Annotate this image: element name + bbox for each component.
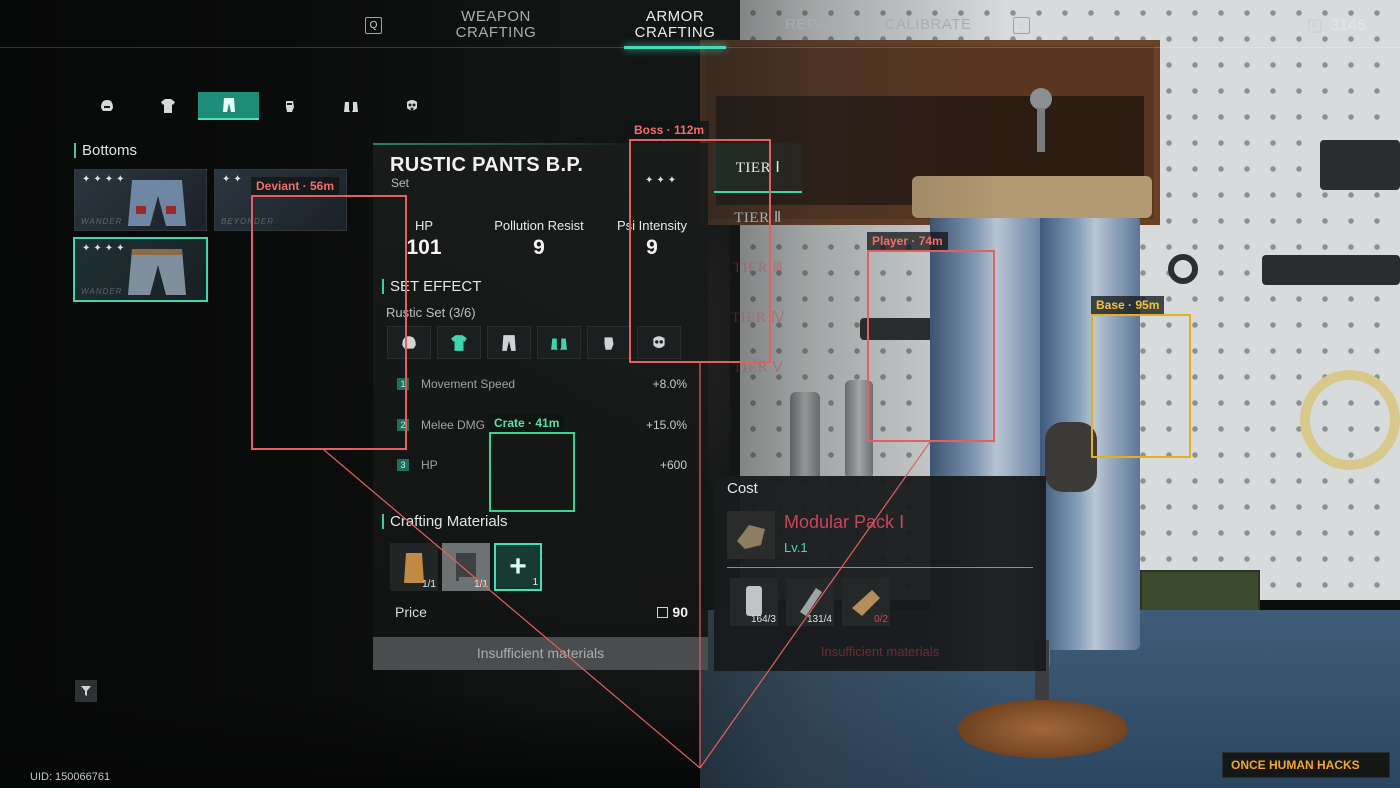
blueprint-card[interactable]: ✦✦✦✦ WANDER <box>74 169 207 231</box>
set-piece-icons <box>387 326 681 359</box>
set-bonus-row: 1 Movement Speed +8.0% <box>397 377 687 393</box>
filter-button[interactable] <box>75 680 97 702</box>
bonus-tier-badge: 3 <box>397 459 409 471</box>
crafting-materials: 1/1 1/1 + 1 <box>390 543 542 591</box>
price-row: Price 90 <box>383 601 688 623</box>
category-bottoms[interactable] <box>198 92 259 120</box>
product-name: Modular Pack Ⅰ <box>784 512 905 532</box>
esp-label: Deviant · 56m <box>251 177 340 195</box>
esp-label: Boss · 112m <box>629 121 710 139</box>
esp-box-crate: Crate · 41m <box>489 414 575 512</box>
esp-box-player: Player · 74m <box>867 232 995 442</box>
card-watermark: WANDER <box>81 217 123 226</box>
rarity-stars: ✦✦✦✦ <box>82 174 128 185</box>
set-piece-mask[interactable] <box>637 326 681 359</box>
bonus-value: +8.0% <box>652 377 687 391</box>
esp-label: Base · 95m <box>1091 296 1165 314</box>
top-icon <box>451 334 467 351</box>
resource-slot[interactable]: 131/4 <box>786 578 834 626</box>
top-nav: Q WEAPON CRAFTING ARMOR CRAFTING REPAIR … <box>0 0 1400 49</box>
esp-box-boss: Boss · 112m ✦✦✦ <box>629 121 771 363</box>
resource-slot[interactable]: 164/3 <box>730 578 778 626</box>
shoes-icon <box>343 102 358 112</box>
bonus-value: +15.0% <box>645 418 687 432</box>
tab-weapon-crafting[interactable]: WEAPON CRAFTING <box>455 8 537 41</box>
helmet-icon <box>100 100 113 111</box>
mask-icon <box>406 100 417 111</box>
category-helmet[interactable] <box>76 92 137 120</box>
prev-tab-key[interactable]: Q <box>365 17 382 34</box>
rarity-stars: ✦✦✦ <box>645 175 680 186</box>
blueprint-type: Set <box>391 176 410 190</box>
crafting-materials-label: Crafting Materials <box>382 514 508 529</box>
modular-pack-icon <box>727 511 775 559</box>
shoes-icon <box>551 338 567 350</box>
tab-calibrate[interactable]: CALIBRATE <box>884 16 972 33</box>
card-watermark: BEYONDER <box>221 217 274 226</box>
product-level: Lv.1 <box>784 540 808 555</box>
gloves-icon <box>285 101 294 112</box>
gear-category-tabs <box>76 92 442 120</box>
filter-icon <box>81 686 91 696</box>
stat-psi-intensity: Psi Intensity 9 <box>616 218 688 259</box>
esp-box-deviant: Deviant · 56m <box>251 177 407 450</box>
set-piece-bottoms[interactable] <box>487 326 531 359</box>
resource-slot[interactable]: 0/2 <box>842 578 890 626</box>
cost-panel: Cost Modular Pack Ⅰ Lv.1 164/3 131/4 0/2… <box>714 476 1046 671</box>
bottoms-section-label: Bottoms <box>74 143 137 158</box>
plus-icon: + <box>509 550 527 583</box>
category-gloves[interactable] <box>259 92 320 120</box>
tier-1-button[interactable]: TIER Ⅰ <box>714 143 802 193</box>
bonus-name: Movement Speed <box>421 377 516 391</box>
rarity-stars: ✦✦ <box>222 174 245 185</box>
gloves-icon <box>604 336 614 350</box>
blueprint-title: RUSTIC PANTS B.P. <box>390 154 584 176</box>
mask-icon <box>653 335 665 348</box>
stat-hp: HP 101 <box>406 218 442 259</box>
cost-label: Cost <box>727 480 758 497</box>
rarity-stars: ✦✦✦✦ <box>82 243 128 254</box>
next-tab-key[interactable]: E <box>1013 17 1030 34</box>
currency-display: 3146 <box>1308 17 1366 35</box>
cost-insufficient-button[interactable]: Insufficient materials <box>820 644 940 659</box>
currency-icon <box>1308 19 1323 33</box>
player-uid: UID: 150066761 <box>30 771 111 783</box>
tier-5-button[interactable]: TIER Ⅴ <box>732 360 784 376</box>
material-slot[interactable]: 1/1 <box>390 543 438 591</box>
blueprint-card-selected[interactable]: ✦✦✦✦ WANDER <box>73 237 208 302</box>
material-slot[interactable]: 1/1 <box>442 543 490 591</box>
set-piece-top[interactable] <box>437 326 481 359</box>
price-label: Price <box>395 604 427 620</box>
tier-4-button[interactable]: TIER Ⅳ <box>731 310 785 326</box>
stat-pollution-resist: Pollution Resist 9 <box>494 218 584 259</box>
set-piece-gloves[interactable] <box>587 326 631 359</box>
bonus-name: HP <box>421 458 438 472</box>
bonus-name: Melee DMG <box>421 418 486 432</box>
esp-box-base: Base · 95m <box>1091 296 1191 458</box>
category-mask[interactable] <box>381 92 442 120</box>
jeans-thumbnail <box>128 249 186 295</box>
tab-armor-crafting[interactable]: ARMOR CRAFTING <box>624 9 726 49</box>
craft-button[interactable]: Insufficient materials <box>373 637 708 670</box>
currency-icon <box>657 606 669 618</box>
bottoms-icon <box>222 98 235 112</box>
card-watermark: WANDER <box>81 287 123 296</box>
bottoms-icon <box>502 334 516 351</box>
top-icon <box>160 99 175 113</box>
currency-value: 3146 <box>1330 17 1366 34</box>
watermark-badge: ONCE HUMAN HACKS <box>1222 752 1390 778</box>
jeans-thumbnail <box>128 180 186 226</box>
category-shoes[interactable] <box>320 92 381 120</box>
set-name: Rustic Set (3/6) <box>386 305 476 320</box>
set-effect-label: SET EFFECT <box>382 279 481 294</box>
price-value: 90 <box>657 604 688 620</box>
esp-label: Crate · 41m <box>489 414 565 432</box>
esp-label: Player · 74m <box>867 232 948 250</box>
tab-repair[interactable]: REPAIR <box>785 16 843 33</box>
bonus-value: +600 <box>659 458 687 472</box>
add-material-button[interactable]: + 1 <box>494 543 542 591</box>
category-top[interactable] <box>137 92 198 120</box>
set-piece-shoes[interactable] <box>537 326 581 359</box>
